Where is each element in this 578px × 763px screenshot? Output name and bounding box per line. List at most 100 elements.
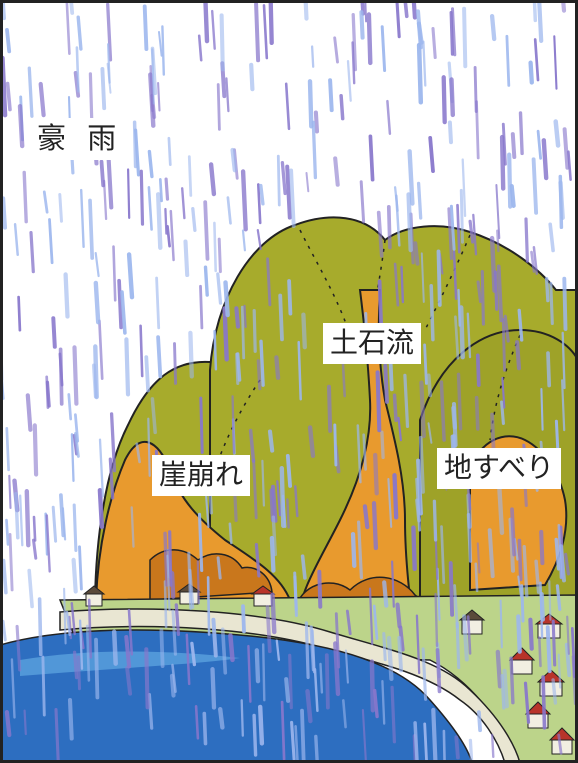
- rain-streak: [537, 636, 542, 668]
- rain-streak: [304, 621, 310, 680]
- rain-streak: [72, 503, 78, 552]
- rain-streak: [468, 219, 475, 244]
- rain-streak: [276, 154, 281, 207]
- rain-streak: [571, 655, 577, 706]
- rain-streak: [144, 647, 150, 710]
- rain-streak: [507, 152, 513, 209]
- rain-streak: [258, 704, 265, 746]
- rain-streak: [42, 190, 49, 214]
- rain-streak: [106, 2, 113, 62]
- rain-streak: [202, 711, 208, 746]
- rain-streak: [558, 174, 564, 230]
- rain-streak: [93, 344, 99, 400]
- rain-streak: [287, 279, 293, 316]
- rain-streak: [259, 339, 265, 387]
- rain-streak: [278, 293, 284, 342]
- rain-streak: [420, 252, 425, 303]
- rain-streak: [451, 7, 457, 57]
- rain-streak: [319, 662, 324, 694]
- rain-streak: [157, 81, 161, 112]
- rain-streak: [501, 317, 506, 372]
- rain-streak: [368, 587, 374, 646]
- rain-streak: [163, 531, 169, 587]
- rain-streak: [551, 619, 557, 667]
- rain-streak: [341, 699, 347, 729]
- rain-streak: [158, 31, 163, 57]
- rain-streak: [217, 237, 222, 274]
- rain-streak: [421, 647, 428, 701]
- rain-streak: [441, 75, 447, 125]
- rain-streak: [516, 614, 522, 654]
- rain-streak: [311, 629, 316, 674]
- rain-streak: [220, 627, 228, 675]
- cliff-collapse-label: 崖崩れ: [152, 455, 251, 496]
- rain-streak: [305, 689, 313, 724]
- rain-streak: [169, 571, 176, 599]
- rain-streak: [284, 82, 291, 131]
- rain-streak: [142, 4, 149, 51]
- cliff-collapse-debris: [149, 549, 273, 601]
- rain-streak: [126, 252, 135, 300]
- rain-streak: [369, 659, 376, 713]
- rain-streak: [223, 280, 230, 318]
- rain-streak: [345, 609, 352, 636]
- rain-streak: [293, 571, 298, 617]
- rain-streak: [403, 373, 410, 428]
- rain-streak: [284, 677, 291, 703]
- rain-streak: [372, 604, 379, 641]
- rain-streak: [416, 42, 424, 105]
- rain-streak: [455, 621, 461, 670]
- rain-streak: [301, 312, 307, 350]
- rain-streak: [155, 192, 163, 250]
- rain-streak: [382, 631, 387, 662]
- rain-streak: [230, 147, 237, 173]
- rain-streak: [539, 581, 544, 639]
- rain-streak: [15, 624, 22, 672]
- rain-streak: [447, 120, 453, 145]
- rain-streak: [442, 729, 446, 763]
- rain-streak: [380, 25, 387, 72]
- rain-streak: [63, 587, 67, 645]
- rain-streak: [383, 363, 389, 404]
- rain-streak: [45, 375, 50, 409]
- rain-streak: [1, 619, 7, 642]
- rain-streak: [545, 625, 552, 674]
- rain-streak: [185, 633, 191, 686]
- rain-streak: [262, 643, 266, 702]
- rain-streak: [256, 229, 262, 251]
- rain-streak: [120, 290, 127, 335]
- rain-streak: [371, 501, 379, 551]
- rain-streak: [48, 218, 54, 265]
- rain-streak: [169, 209, 175, 262]
- rain-streak: [5, 81, 12, 112]
- rain-streak: [216, 272, 223, 305]
- rain-streak: [259, 183, 265, 206]
- rain-streak: [22, 170, 28, 224]
- rain-streak: [567, 150, 572, 181]
- rain-streak: [199, 284, 204, 330]
- rain-streak: [530, 250, 536, 273]
- rain-streak: [553, 119, 561, 148]
- rain-streak: [32, 423, 39, 477]
- rain-streak: [380, 430, 385, 460]
- rain-streak: [489, 235, 497, 293]
- rain-streak: [456, 203, 461, 254]
- rain-streak: [415, 614, 421, 675]
- rain-streak: [265, 605, 272, 654]
- rain-streak: [256, 359, 262, 391]
- rain-streak: [517, 575, 522, 598]
- rain-streak: [67, 697, 74, 741]
- rain-streak: [400, 265, 405, 304]
- rain-streak: [403, 0, 409, 19]
- rain-streak: [254, 648, 261, 684]
- rain-streak: [333, 423, 338, 467]
- rain-streak: [415, 9, 423, 50]
- rain-streak: [386, 635, 394, 682]
- rain-streak: [395, 602, 402, 629]
- rain-streak: [37, 597, 43, 657]
- rain-streak: [423, 343, 428, 385]
- rain-streak: [351, 12, 358, 72]
- rain-streak: [124, 634, 132, 669]
- rain-streak: [548, 222, 555, 253]
